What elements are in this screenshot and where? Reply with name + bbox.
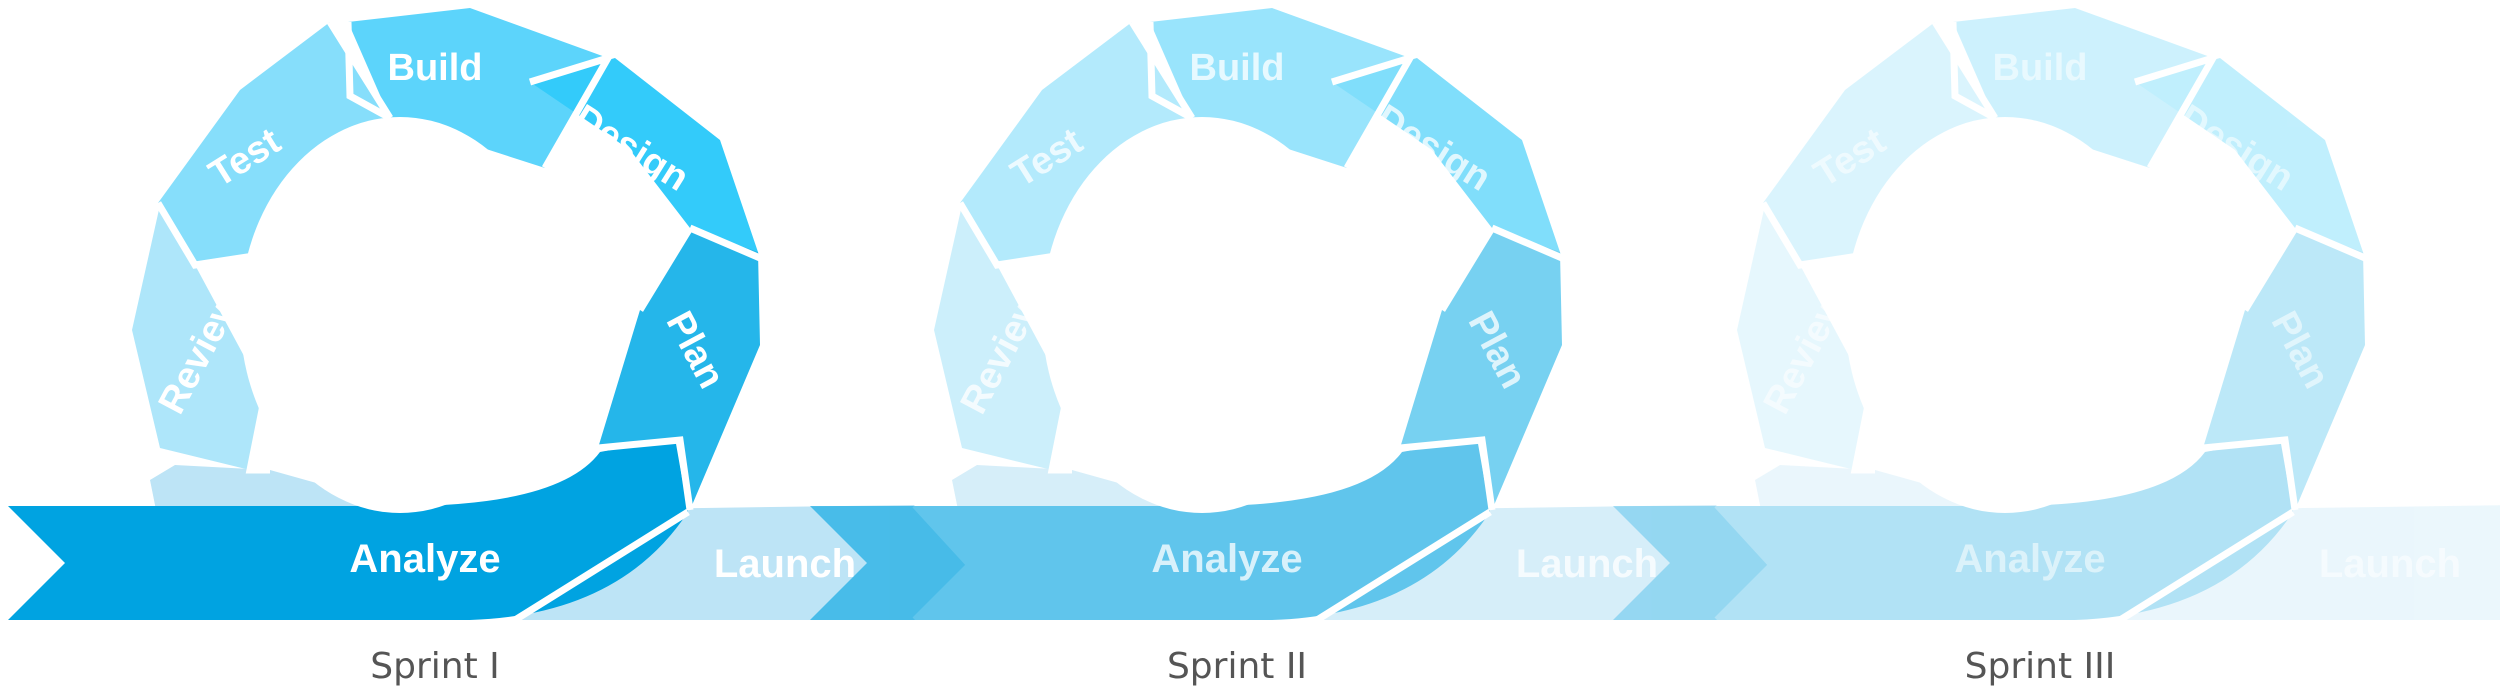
segment-analyze-label: Analyze [1151, 537, 1302, 581]
sprint-caption: Sprint I [370, 646, 500, 687]
segment-launch-label: Launch [1516, 542, 1658, 586]
segment-build-label: Build [1993, 47, 2088, 89]
sprint-1: Build Design Plan Test Review Analyze La… [8, 8, 970, 687]
sprint-3: Build Design Plan Test Review Analyze La… [1613, 8, 2500, 687]
segment-launch-label: Launch [714, 542, 856, 586]
segment-build-label: Build [388, 47, 483, 89]
segment-analyze-label: Analyze [349, 537, 500, 581]
segment-analyze-label: Analyze [1954, 537, 2105, 581]
segment-build-label: Build [1190, 47, 1285, 89]
sprint-caption: Sprint II [1167, 646, 1307, 687]
sprint-2: Build Design Plan Test Review Analyze La… [810, 8, 1772, 687]
segment-launch-label: Launch [2319, 542, 2461, 586]
sprint-caption: Sprint III [1965, 646, 2116, 687]
